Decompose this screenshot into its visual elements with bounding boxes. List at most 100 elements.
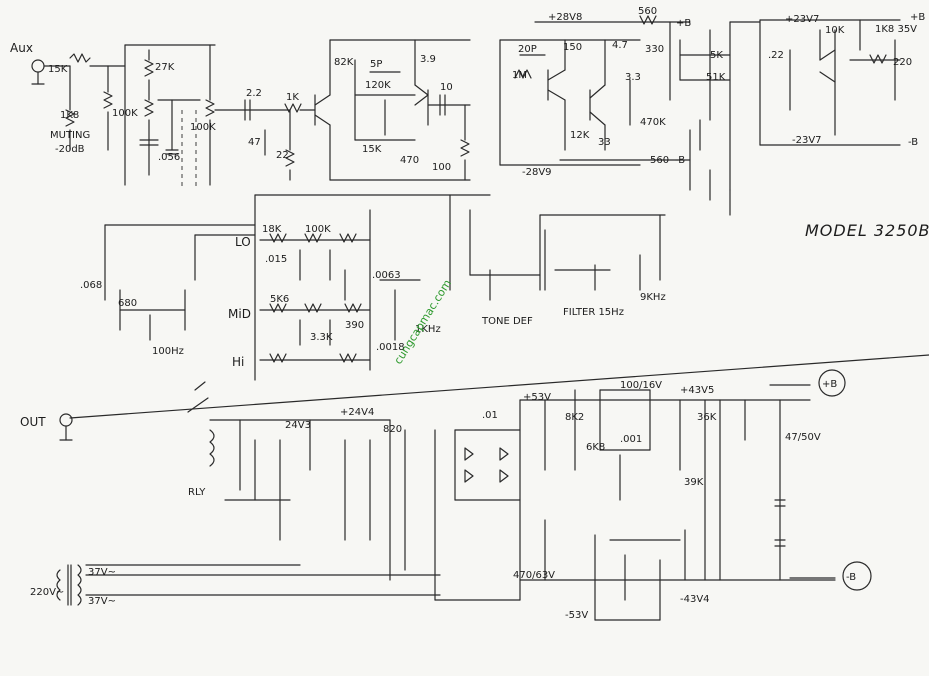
val-c470-63: 470/63V — [513, 570, 555, 581]
val-r6k8: 6K8 — [586, 442, 605, 453]
top-power-rail — [534, 15, 691, 191]
val-c2: 2.2 — [246, 88, 262, 99]
bass-treble-network — [124, 44, 216, 190]
val-r15k: 15K — [48, 64, 68, 75]
val-r3k9: 3.9 — [420, 54, 436, 65]
rail-minus-28: -28V9 — [522, 167, 552, 178]
tone-9khz-label: 9KHz — [640, 292, 666, 303]
val-r12k: 12K — [570, 130, 590, 141]
val-r3k3: 3.3K — [310, 332, 333, 343]
muting-level-label: -20dB — [55, 144, 85, 155]
val-r82k: 82K — [334, 57, 354, 68]
val-ac37a: 37V~ — [88, 567, 116, 578]
rail-24-3: 24V3 — [285, 420, 311, 431]
tone-hi-label: Hi — [232, 355, 244, 369]
out-label: OUT — [20, 415, 46, 429]
tone-switches — [449, 169, 731, 301]
val-c5p: 5P — [370, 59, 382, 70]
tone-control-network — [104, 194, 491, 381]
val-r390: 390 — [345, 320, 364, 331]
aux-input-jack — [31, 59, 71, 85]
val-r5k6: 5K6 — [270, 294, 289, 305]
rail-plus-24-4: +24V4 — [340, 407, 374, 418]
val-r100-lo: 100K — [305, 224, 331, 235]
val-r36k: 36K — [697, 412, 717, 423]
val-r150: 150 — [563, 42, 582, 53]
val-r1k8: 1K8 — [60, 110, 79, 121]
val-r15k-b: 15K — [362, 144, 382, 155]
preamp-stage-2 — [354, 39, 471, 181]
signal-bus-line — [69, 354, 929, 419]
bridge-rectifier — [434, 399, 521, 601]
val-r33: 33 — [598, 137, 611, 148]
val-r1k-in: 1K — [286, 92, 299, 103]
rail-plus-23: +23V7 — [785, 14, 819, 25]
val-c20p: 20P — [518, 44, 537, 55]
speaker-relay — [187, 381, 406, 581]
rail-plus-b-psu: +B — [822, 379, 837, 390]
val-c01: .01 — [482, 410, 498, 421]
val-r470: 470 — [400, 155, 419, 166]
rail-plus-53: +53V — [523, 392, 551, 403]
rail-minus-53: -53V — [565, 610, 588, 621]
rail-plus-28: +28V8 — [548, 12, 582, 23]
val-r18k: 18K — [262, 224, 282, 235]
filter-label: FILTER 15Hz — [563, 307, 624, 318]
val-r51k: 51K — [706, 72, 726, 83]
model-title: MODEL 3250B — [805, 221, 929, 240]
muting-label: MUTING — [50, 130, 90, 141]
val-r39k: 39K — [684, 477, 704, 488]
val-r10k: 10K — [825, 25, 845, 36]
regulator-positive — [519, 389, 811, 581]
transformer — [56, 564, 441, 606]
tone-lo-label: LO — [235, 235, 251, 249]
val-r330: 330 — [645, 44, 664, 55]
tone-mid-label: MiD — [228, 307, 251, 321]
val-r220: 220 — [893, 57, 912, 68]
driver-stage — [679, 19, 901, 191]
val-c015: .015 — [265, 254, 287, 265]
val-r120k: 120K — [365, 80, 391, 91]
rly-label: RLY — [188, 487, 206, 498]
regulator-negative — [519, 499, 836, 621]
output-jack — [59, 413, 73, 441]
val-ac220: 220V~ — [30, 587, 64, 598]
val-c47-50: 47/50V — [785, 432, 821, 443]
val-r820: 820 — [383, 424, 402, 435]
val-r22: 22 — [276, 150, 289, 161]
val-c3-3: 3.3 — [625, 72, 641, 83]
val-r4k7: 4.7 — [612, 40, 628, 51]
tone-def-label: TONE DEF — [481, 316, 533, 327]
val-c47: 47 — [248, 137, 261, 148]
rail-minus-b-mid: -B — [675, 155, 685, 166]
rail-minus-23: -23V7 — [792, 135, 822, 146]
val-c0063: .0063 — [372, 270, 401, 281]
val-r1m: 1M — [512, 70, 527, 81]
rail-plus-43: +43V5 — [680, 385, 714, 396]
rail-minus-43: -43V4 — [680, 594, 710, 605]
preamp-stage-1 — [214, 39, 471, 181]
val-c068: .068 — [80, 280, 102, 291]
val-r100k-b: 100K — [190, 122, 216, 133]
tone-1khz-label: 1KHz — [415, 324, 441, 335]
rail-plus-b-top: +B — [676, 18, 691, 29]
preamp-stage-3 — [499, 39, 641, 166]
watermark: cungcapmac.com — [392, 277, 455, 366]
val-r100k-a: 100K — [112, 108, 138, 119]
val-c001: .001 — [620, 434, 642, 445]
rail-r560-bot: 560 — [650, 155, 669, 166]
val-r27k: 27K — [155, 62, 175, 73]
val-r5k: 5K — [710, 50, 723, 61]
input-attenuator — [65, 53, 126, 151]
val-c22: .22 — [768, 50, 784, 61]
aux-label: Aux — [10, 41, 33, 55]
val-c056: .056 — [158, 152, 180, 163]
val-r8k2: 8K2 — [565, 412, 584, 423]
tone-100hz-label: 100Hz — [152, 346, 184, 357]
val-c100: 100 — [432, 162, 451, 173]
psu-rail-markers — [769, 369, 872, 591]
val-c10: 10 — [440, 82, 453, 93]
rail-plus-b-right: +B — [910, 12, 925, 23]
